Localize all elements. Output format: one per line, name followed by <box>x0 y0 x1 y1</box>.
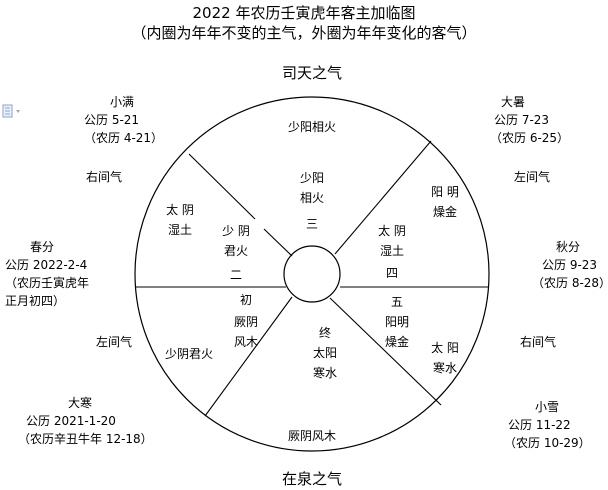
term-xiaoxue-nongli: （农历 10-29） <box>504 436 591 450</box>
bottom-label: 在泉之气 <box>281 470 342 488</box>
outer-upper-left-label: 太 阴 湿土 <box>166 203 194 237</box>
outer-circle <box>134 96 490 452</box>
outer-upper-right-label: 阳 明 燥金 <box>431 185 459 219</box>
inner-bottom-label: 终 太阳 寒水 <box>312 326 337 380</box>
term-chunfen-nongli-2: 正月初四） <box>5 294 66 308</box>
document-icon <box>2 104 20 118</box>
divider-lower-right <box>329 297 442 406</box>
inner-circle <box>283 245 341 303</box>
term-qiufen-gongli: 公历 9-23 <box>542 258 598 272</box>
term-chunfen-nongli-1: （农历壬寅虎年 <box>5 276 90 290</box>
inner-lower-left-label: 初 厥阴 风木 <box>233 293 258 349</box>
outer-bottom-label: 厥阴风木 <box>287 429 336 443</box>
inner-lower-right-label: 五 阳明 燥金 <box>384 295 409 349</box>
term-dashu-nongli: （农历 6-25） <box>490 131 570 145</box>
term-xiaoman-name: 小满 <box>109 95 134 109</box>
term-qiufen-nongli: （农历 8-28） <box>532 276 608 290</box>
term-dashu-name: 大暑 <box>501 95 526 109</box>
term-dahan-name: 大寒 <box>68 396 93 410</box>
term-dahan-gongli: 公历 2021-1-20 <box>26 414 116 428</box>
side-label-lower-right: 右间气 <box>520 335 557 349</box>
side-label-upper-right: 左间气 <box>514 170 551 184</box>
term-xiaoxue-gongli: 公历 11-22 <box>508 418 571 432</box>
inner-upper-left-label: 少 阴 君火 二 <box>222 224 250 282</box>
divider-upper-left-a <box>188 153 256 220</box>
outer-lower-left-label: 少阴君火 <box>165 347 214 361</box>
page-subtitle: （内圈为年年不变的主气，外圈为年年变化的客气） <box>131 24 477 42</box>
divider-upper-right <box>334 140 432 255</box>
term-chunfen-gongli: 公历 2022-2-4 <box>5 258 88 272</box>
divider-upper-left-b <box>263 228 293 257</box>
term-qiufen-name: 秋分 <box>556 240 581 254</box>
term-xiaoman-nongli: （农历 4-21） <box>84 131 164 145</box>
term-chunfen-name: 春分 <box>30 240 55 254</box>
outer-lower-right-label: 太 阳 寒水 <box>431 341 459 375</box>
term-xiaoxue-name: 小雪 <box>535 400 560 414</box>
divider-lower-left <box>204 296 293 417</box>
term-dahan-nongli: （农历辛丑牛年 12-18） <box>18 432 153 446</box>
inner-upper-right-label: 太 阴 湿土 四 <box>378 224 406 280</box>
term-dashu-gongli: 公历 7-23 <box>494 113 550 127</box>
side-label-upper-left: 右间气 <box>86 170 123 184</box>
inner-top-label: 少阳 相火 三 <box>299 171 324 231</box>
outer-top-label: 少阳相火 <box>287 120 336 134</box>
term-xiaoman-gongli: 公历 5-21 <box>84 113 140 127</box>
side-label-lower-left: 左间气 <box>96 335 133 349</box>
top-label: 司天之气 <box>281 64 342 82</box>
page-title: 2022 年农历壬寅虎年客主加临图 <box>192 4 416 22</box>
